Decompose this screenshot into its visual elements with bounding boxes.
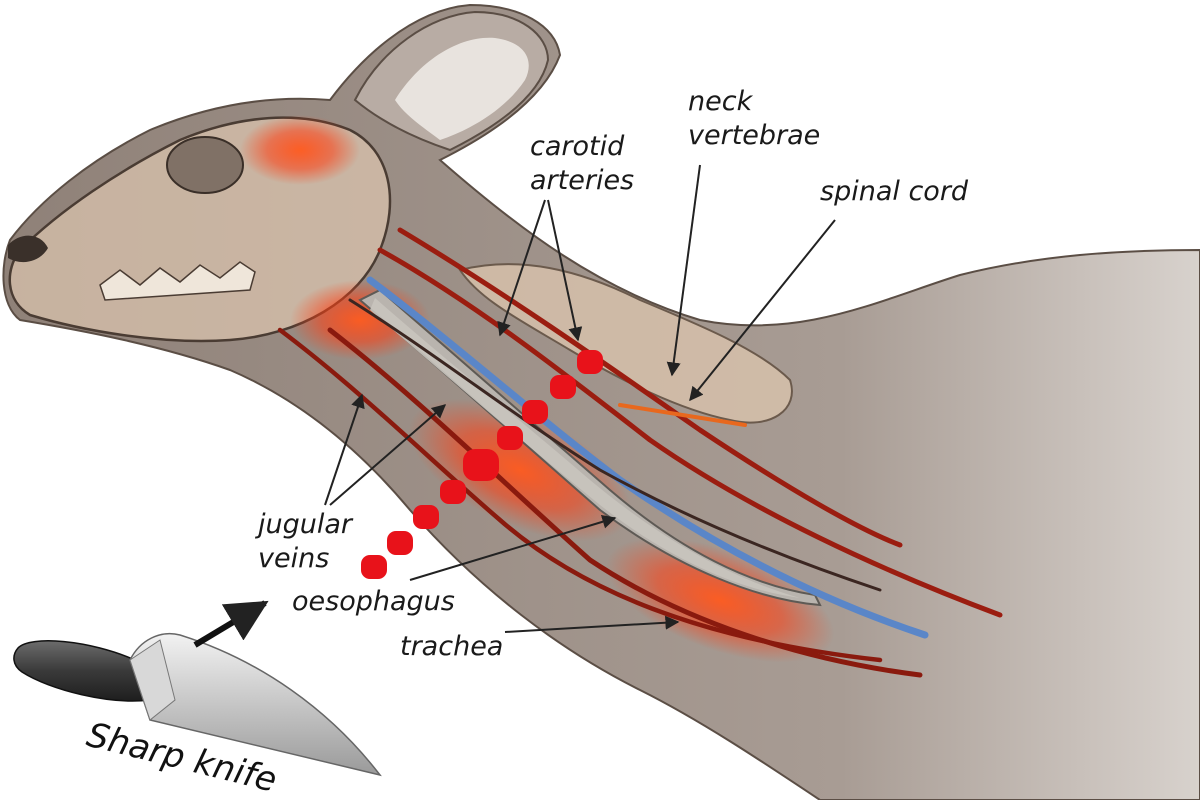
cut-mark (522, 400, 548, 424)
glow-head (240, 115, 360, 185)
spinal-cord-line (618, 403, 747, 427)
knife-handle (13, 640, 152, 702)
label-trachea: trachea (400, 631, 503, 662)
leader-oesophagus (409, 514, 617, 581)
carotid-artery-1 (377, 247, 1003, 618)
cut-mark (387, 531, 413, 555)
ear-inner (395, 37, 529, 140)
leader-spinal-cord (689, 219, 836, 402)
label-spinal-cord: spinal cord (820, 176, 969, 207)
eye-socket (166, 136, 244, 194)
label-neck-vertebrae: neck vertebrae (688, 86, 820, 151)
leader-carotid-2 (547, 199, 583, 342)
knife (13, 633, 382, 777)
knife-bolster (129, 639, 176, 721)
cut-mark (497, 426, 523, 450)
cut-mark (440, 480, 466, 504)
cut-mark (550, 375, 576, 399)
leader-trachea (504, 615, 680, 633)
cut-mark (463, 449, 499, 481)
cut-mark (361, 555, 387, 579)
leader-jugular-1 (324, 393, 365, 506)
jugular-vein-1 (327, 327, 923, 678)
jaw-teeth (99, 261, 256, 301)
leader-neck-vertebrae (666, 164, 701, 377)
leader-carotid-1 (497, 199, 546, 337)
neck-vertebrae-bone (458, 263, 793, 424)
label-carotid-arteries: carotid arteries (530, 131, 634, 196)
leader-jugular-2 (329, 404, 447, 506)
glow-neck-lower (408, 398, 632, 542)
dark-vessel (348, 298, 882, 592)
nose (8, 235, 48, 263)
label-jugular-veins: jugular veins (254, 509, 361, 574)
cut-mark (413, 505, 439, 529)
glow-neck-base (605, 537, 835, 663)
knife-blade (129, 633, 382, 777)
knife-direction-arrow (193, 600, 269, 648)
cut-mark (577, 350, 603, 374)
label-oesophagus: oesophagus (292, 586, 455, 617)
carotid-artery-2 (397, 227, 903, 548)
cut-marks (361, 350, 603, 579)
leader-lines (324, 164, 836, 633)
